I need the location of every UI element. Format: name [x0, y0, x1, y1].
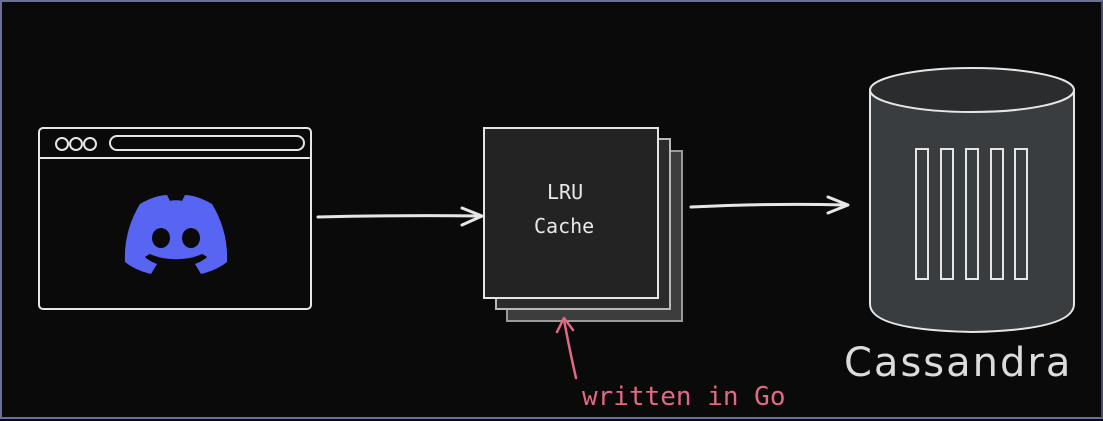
cache-label-line2: Cache	[534, 214, 595, 238]
discord-logo-icon	[124, 195, 228, 274]
annotation-arrow	[555, 316, 578, 380]
database-label: Cassandra	[844, 340, 1073, 386]
database-cylinder-icon	[869, 67, 1075, 334]
arrow-browser-to-cache	[316, 206, 484, 227]
arrow-cache-to-database	[689, 195, 850, 215]
cache-label-line1: LRU	[547, 180, 584, 204]
annotation-note: written in Go	[582, 382, 786, 412]
browser-window-icon	[38, 127, 312, 310]
cache-stack-icon	[483, 127, 683, 322]
